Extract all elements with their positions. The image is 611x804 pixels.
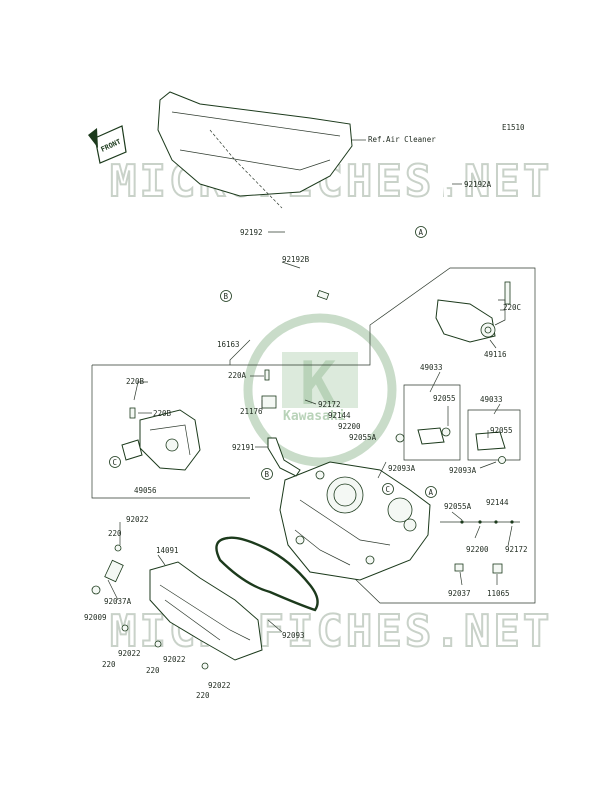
part-label: 220B: [153, 409, 172, 418]
callouts: A B C B C A: [109, 226, 437, 498]
part-label: 92192: [240, 228, 263, 237]
front-arrow: FRONT: [88, 125, 127, 164]
injector-49033-a: [395, 384, 461, 461]
part-label: 92055A: [444, 502, 472, 511]
diagram-code: E1510: [502, 123, 525, 132]
part-label: 49033: [480, 395, 503, 404]
logo-letter: K: [300, 349, 336, 419]
part-label: 92172: [318, 400, 341, 409]
part-labels: 92192A 92192 92192B 220C 49116 16163 220…: [84, 180, 528, 700]
part-label: 92200: [338, 422, 361, 431]
part-label: 92172: [505, 545, 528, 554]
part-label: 92192A: [464, 180, 492, 189]
part-21176: [261, 369, 301, 477]
part-label: 49116: [484, 350, 507, 359]
part-label: 92144: [486, 498, 509, 507]
callout-c-left: C: [113, 458, 118, 467]
logo-text: Kawasaki: [283, 409, 346, 424]
throttle-body: [279, 461, 431, 581]
part-label: 92009: [84, 613, 107, 622]
hose-92192b: [197, 260, 444, 314]
part-label: 92055: [490, 426, 513, 435]
part-label: 14091: [156, 546, 179, 555]
callout-a-body: A: [429, 488, 434, 497]
leader-lines: [107, 183, 513, 633]
part-label: 220B: [126, 377, 145, 386]
assembly-frame: [91, 267, 536, 604]
hose-92192a: [442, 176, 454, 292]
callout-a-top: A: [419, 228, 424, 237]
part-label: 92191: [232, 443, 255, 452]
part-label: 220: [196, 691, 210, 700]
part-label: 92192B: [282, 255, 310, 264]
part-label: 49056: [134, 486, 157, 495]
callout-c-body: C: [386, 485, 391, 494]
part-label: 11065: [487, 589, 510, 598]
callout-b-body: B: [265, 470, 270, 479]
part-label: 92093A: [388, 464, 416, 473]
part-label: 92200: [466, 545, 489, 554]
injector-49033-b: [467, 409, 521, 464]
kawasaki-logo: K Kawasaki: [243, 313, 397, 467]
part-label: 92022: [126, 515, 149, 524]
part-label: 220: [108, 529, 122, 538]
part-label: 92093A: [449, 466, 477, 475]
part-label: 92055: [433, 394, 456, 403]
callout-b-hose: B: [224, 292, 229, 301]
part-label: 92022: [163, 655, 186, 664]
part-49116: [435, 281, 511, 343]
part-label: 220: [146, 666, 160, 675]
part-label: 92144: [328, 411, 351, 420]
part-label: 220C: [503, 303, 521, 312]
part-label: 92093: [282, 631, 305, 640]
part-label: 16163: [217, 340, 240, 349]
part-49056: [121, 407, 201, 471]
part-label: 92037: [448, 589, 471, 598]
air-cleaner-housing: Ref.Air Cleaner: [157, 91, 436, 209]
gasket-92093: [215, 536, 319, 612]
small-parts-right: [440, 520, 520, 574]
part-label: 92037A: [104, 597, 132, 606]
part-label: 92055A: [349, 433, 377, 442]
part-label: 92022: [118, 649, 141, 658]
ref-air-cleaner-label: Ref.Air Cleaner: [368, 135, 436, 144]
part-label: 21176: [240, 407, 263, 416]
cover-14091: [91, 544, 263, 670]
hose-92192: [276, 208, 374, 284]
part-label: 49033: [420, 363, 443, 372]
part-label: 92022: [208, 681, 231, 690]
part-label: 220A: [228, 371, 247, 380]
part-label: 220: [102, 660, 116, 669]
